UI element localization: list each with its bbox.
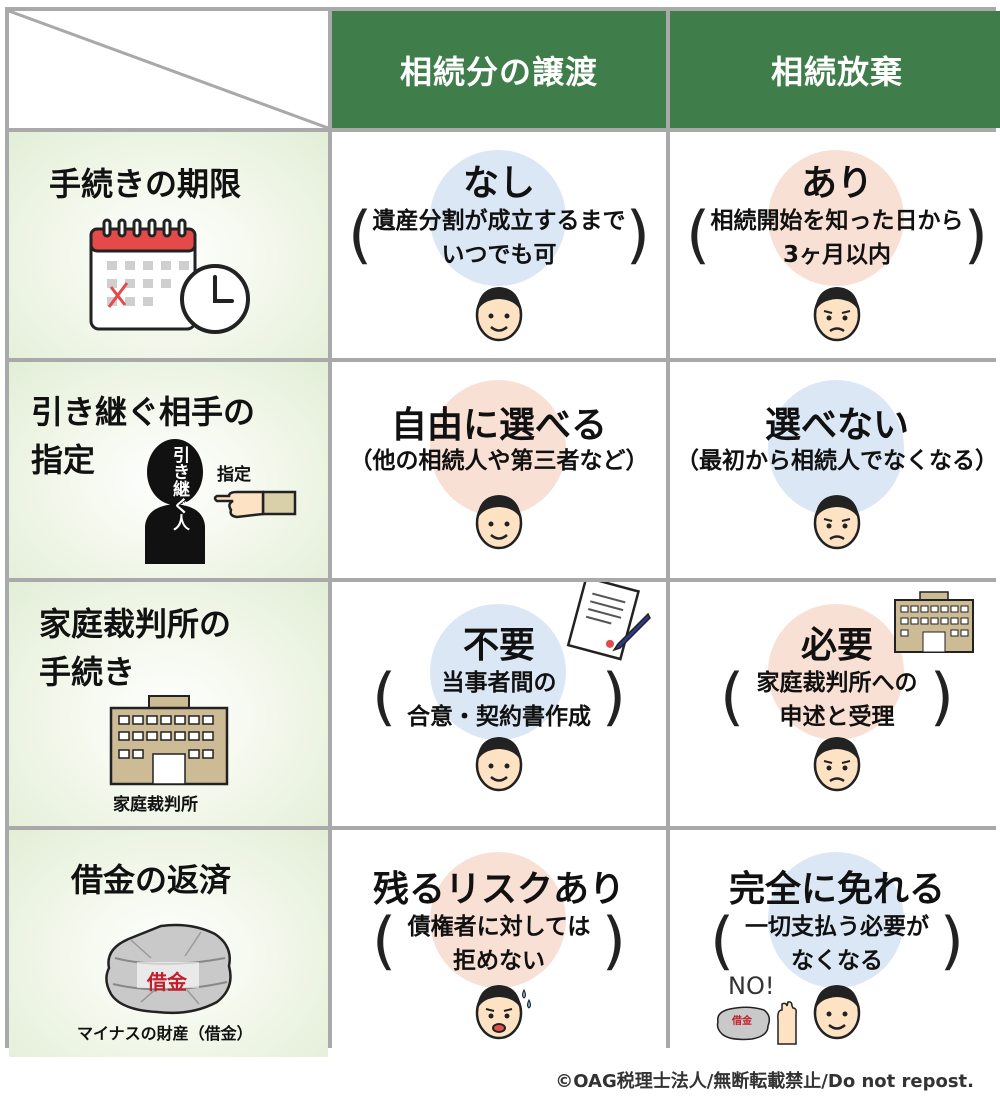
row-deadline-header: 手続きの期限 <box>9 132 328 358</box>
paren-right: ) <box>929 660 954 733</box>
paren-left: ( <box>720 660 745 733</box>
circle-highlight <box>768 604 904 740</box>
cell-designation-transfer: 自由に選べる （他の相続人や第三者など） <box>332 362 666 578</box>
cell-deadline-transfer: なし ( ) 遺産分割が成立するまで いつでも可 <box>332 132 666 358</box>
copyright-footer: ©OAG税理士法人/無断転載禁止/Do not repost. <box>555 1071 974 1092</box>
person-silhouette-icon <box>145 439 205 564</box>
value-main: 選べない <box>764 405 909 446</box>
document-pen-icon <box>566 582 651 661</box>
paren-right: ) <box>963 198 988 271</box>
worried-face-icon <box>813 287 861 342</box>
header-transfer: 相続分の譲渡 <box>332 11 666 128</box>
smiling-face-icon <box>813 985 861 1040</box>
calendar-icon <box>89 218 250 334</box>
sweating-face-icon <box>475 985 531 1040</box>
paren-right: ) <box>939 904 964 977</box>
cell-debt-transfer: 残るリスクあり ( ) 債権者に対しては 拒めない <box>332 830 666 1057</box>
row-title-line-1: 引き継ぐ相手の <box>31 393 256 431</box>
row-title-line-1: 家庭裁判所の <box>39 605 232 643</box>
circle-highlight <box>768 380 904 516</box>
value-main: 不要 <box>462 625 535 666</box>
value-main: あり <box>800 163 873 204</box>
row-title-line-2: 手続き <box>39 653 136 691</box>
value-main: 必要 <box>800 625 873 666</box>
circle-highlight <box>768 150 904 286</box>
paren-left: ( <box>348 198 373 271</box>
pointing-hand-icon <box>213 490 297 519</box>
value-sub-2: いつでも可 <box>441 242 557 268</box>
header-renunciation-label: 相続放棄 <box>770 52 903 91</box>
header-transfer-label: 相続分の譲渡 <box>399 52 598 91</box>
value-sub-2: 合意・契約書作成 <box>407 704 591 730</box>
pointer-label: 指定 <box>217 465 251 485</box>
value-sub-2: 3ヶ月以内 <box>782 242 891 268</box>
row-court-header: 家庭裁判所の 手続き 家庭裁判所 <box>9 582 328 826</box>
debt-rock-label: 借金 <box>147 970 187 994</box>
courthouse-icon <box>109 695 229 786</box>
court-caption: 家庭裁判所 <box>113 795 198 815</box>
no-label: NO! <box>728 972 775 1000</box>
circle-highlight <box>430 604 566 740</box>
value-sub-2: 申述と受理 <box>779 704 895 730</box>
smiling-face-icon <box>475 737 523 792</box>
smiling-face-icon <box>475 287 523 342</box>
row-title-line-2: 指定 <box>31 441 96 479</box>
circle-highlight <box>768 852 904 988</box>
value-main: なし <box>462 163 535 204</box>
paren-left: ( <box>372 904 397 977</box>
circle-highlight <box>430 852 566 988</box>
stop-hand-icon <box>777 1001 797 1045</box>
paren-right: ) <box>601 904 626 977</box>
row-designation-header: 引き継ぐ相手の 指定 引き継ぐ人 指定 <box>9 362 328 578</box>
paren-left: ( <box>686 198 711 271</box>
value-sub-1: 債権者に対しては <box>407 914 591 940</box>
value-sub-1: 遺産分割が成立するまで <box>372 208 626 234</box>
cell-debt-renunciation: 完全に免れる ( ) 一切支払う必要が なくなる NO! 借金 <box>670 830 1000 1057</box>
small-debt-rock-icon <box>716 1006 771 1041</box>
debt-caption: マイナスの財産（借金） <box>77 1024 253 1043</box>
comparison-table: 相続分の譲渡 相続放棄 手続きの期限 なし ( ) <box>5 7 1000 1057</box>
small-debt-label: 借金 <box>732 1016 752 1027</box>
row-title: 手続きの期限 <box>49 165 242 203</box>
debt-rock-icon <box>105 923 232 1015</box>
value-sub-1: 相続開始を知った日から <box>710 208 964 234</box>
value-sub-2: なくなる <box>791 948 883 974</box>
row-title: 借金の返済 <box>71 861 232 899</box>
value-sub-1: （他の相続人や第三者など） <box>349 448 649 474</box>
cell-deadline-renunciation: あり ( ) 相続開始を知った日から 3ヶ月以内 <box>670 132 1000 358</box>
row-debt-header: 借金の返済 借金 マイナスの財産（借金） <box>9 830 328 1057</box>
paren-left: ( <box>372 660 397 733</box>
courthouse-small-icon <box>894 591 974 653</box>
value-sub-2: 拒めない <box>453 948 545 974</box>
worried-face-icon <box>813 495 861 550</box>
worried-face-icon <box>813 737 861 792</box>
corner-cell <box>9 11 328 128</box>
value-sub-1: 当事者間の <box>441 670 557 696</box>
value-main: 完全に免れる <box>728 869 945 910</box>
value-main: 自由に選べる <box>390 405 607 446</box>
paren-right: ) <box>601 660 626 733</box>
circle-highlight <box>430 380 566 516</box>
paren-left: ( <box>710 904 735 977</box>
circle-highlight <box>430 150 566 286</box>
header-renunciation: 相続放棄 <box>670 11 1000 128</box>
cell-court-renunciation: 必要 ( ) 家庭裁判所への 申述と受理 <box>670 582 1000 826</box>
cell-court-transfer: 不要 ( ) 当事者間の 合意・契約書作成 <box>332 582 666 826</box>
diagonal-line <box>9 11 328 128</box>
value-main: 残るリスクあり <box>372 869 625 910</box>
value-sub-1: 一切支払う必要が <box>745 914 929 940</box>
cell-designation-renunciation: 選べない （最初から相続人でなくなる） <box>670 362 1000 578</box>
value-sub-1: （最初から相続人でなくなる） <box>676 448 998 474</box>
person-label: 引き継ぐ人 <box>169 446 189 531</box>
paren-right: ) <box>625 198 650 271</box>
value-sub-1: 家庭裁判所への <box>756 670 918 696</box>
smiling-face-icon <box>475 495 523 550</box>
